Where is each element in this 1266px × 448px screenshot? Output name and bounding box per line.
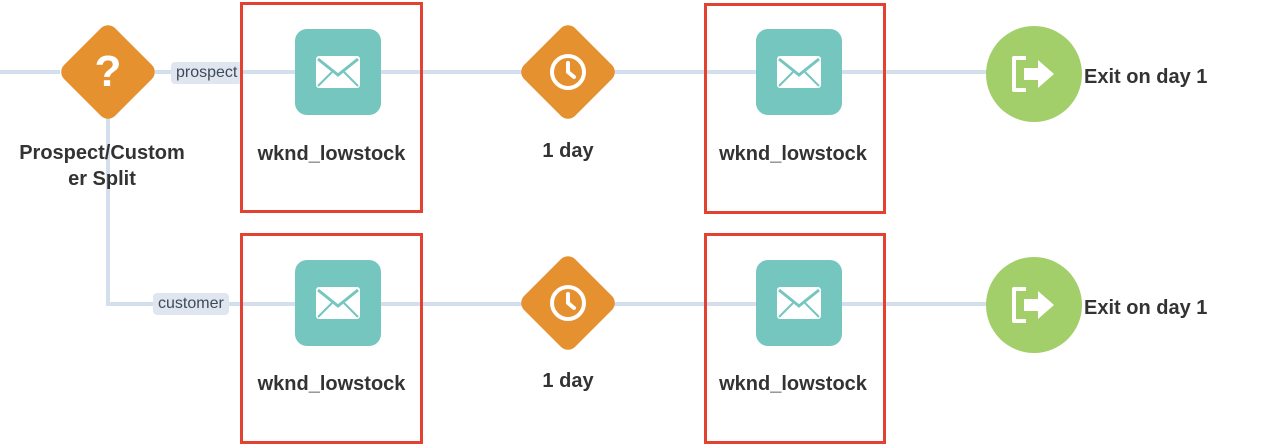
exit-label-row2: Exit on day 1 bbox=[1084, 297, 1208, 319]
email-node-row2-1[interactable] bbox=[295, 260, 381, 346]
wait-node-row2[interactable] bbox=[517, 252, 619, 354]
wait-label-row2: 1 day bbox=[542, 370, 594, 392]
exit-door-icon bbox=[1012, 56, 1054, 92]
email-node-row1-2[interactable] bbox=[756, 29, 842, 115]
email-name-row1-2: wknd_lowstock bbox=[719, 143, 867, 165]
envelope-icon bbox=[316, 56, 360, 88]
envelope-icon bbox=[777, 287, 821, 319]
branch-label-customer: customer bbox=[153, 293, 229, 315]
highlight-box-row1-email2 bbox=[704, 3, 886, 214]
clock-icon bbox=[550, 54, 586, 90]
email-name-row2-2: wknd_lowstock bbox=[719, 373, 867, 395]
wait-label-row1: 1 day bbox=[542, 140, 594, 162]
wait-node-row1[interactable] bbox=[517, 21, 619, 123]
clock-icon bbox=[550, 285, 586, 321]
email-node-row1-1[interactable] bbox=[295, 29, 381, 115]
connector-line-split-down bbox=[106, 118, 110, 306]
branch-label-prospect: prospect bbox=[171, 62, 243, 84]
exit-door-icon bbox=[1012, 287, 1054, 323]
question-icon: ? bbox=[94, 47, 122, 96]
split-label: Prospect/Customer Split bbox=[19, 142, 185, 190]
highlight-box-row2-email1 bbox=[240, 233, 423, 444]
exit-node-row1[interactable] bbox=[986, 26, 1082, 122]
exit-label-row1: Exit on day 1 bbox=[1084, 66, 1208, 88]
connector-line-entry bbox=[0, 70, 60, 74]
email-node-row2-2[interactable] bbox=[756, 260, 842, 346]
exit-node-row2[interactable] bbox=[986, 257, 1082, 353]
envelope-icon bbox=[316, 287, 360, 319]
highlight-box-row1-email1 bbox=[240, 2, 423, 213]
email-name-row2-1: wknd_lowstock bbox=[257, 373, 406, 395]
highlight-box-row2-email2 bbox=[704, 233, 886, 444]
envelope-icon bbox=[777, 56, 821, 88]
split-node[interactable]: ? bbox=[57, 21, 159, 123]
email-name-row1-1: wknd_lowstock bbox=[257, 143, 406, 165]
